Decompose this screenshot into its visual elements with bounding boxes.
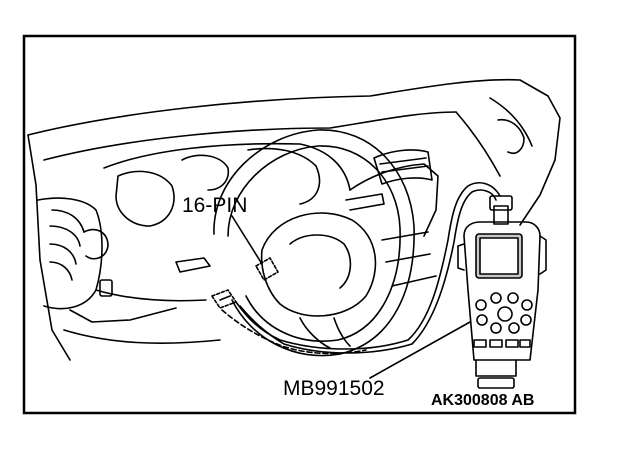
- pin-leader-line: [231, 215, 263, 265]
- dashboard-upper-curve: [43, 111, 457, 161]
- knee-panel: [63, 329, 221, 344]
- center-vent-louvers: [379, 157, 429, 173]
- column-lever: [345, 193, 385, 211]
- left-vent: [37, 197, 103, 310]
- stalk-left: [175, 257, 211, 273]
- steering-wheel-rim: [213, 129, 415, 357]
- center-console: [349, 163, 439, 237]
- tool-cable-inner: [239, 189, 497, 354]
- lower-dash: [69, 289, 207, 323]
- airbag-cover: [289, 234, 352, 289]
- steering-wheel-rim-inner: [227, 145, 401, 342]
- spoke-lower: [299, 317, 351, 349]
- diagnostic-connector: [211, 257, 279, 309]
- dashboard-outline: [27, 78, 561, 226]
- gauge-small-a: [181, 154, 230, 191]
- scan-tool: [457, 195, 547, 389]
- glovebox-line: [455, 97, 533, 177]
- tool-part-number-label: MB991502: [283, 377, 385, 400]
- console-lower: [381, 231, 437, 287]
- left-vent-louvers: [49, 209, 85, 281]
- right-vent: [497, 118, 525, 154]
- tool-cable: [235, 182, 501, 350]
- steering-hub: [260, 212, 377, 317]
- gauge-right: [247, 147, 321, 205]
- gauge-left: [115, 170, 175, 227]
- instrument-cluster: [103, 142, 351, 191]
- connector-label: 16-PIN: [182, 194, 248, 217]
- switch-block: [99, 279, 113, 297]
- gauge-small-b: [83, 228, 109, 260]
- figure-frame: [22, 34, 577, 415]
- tool-leader-line: [369, 321, 471, 379]
- center-vent: [373, 149, 433, 185]
- figure-code-label: AK300808 AB: [431, 392, 535, 409]
- dashboard-left-edge: [27, 134, 71, 361]
